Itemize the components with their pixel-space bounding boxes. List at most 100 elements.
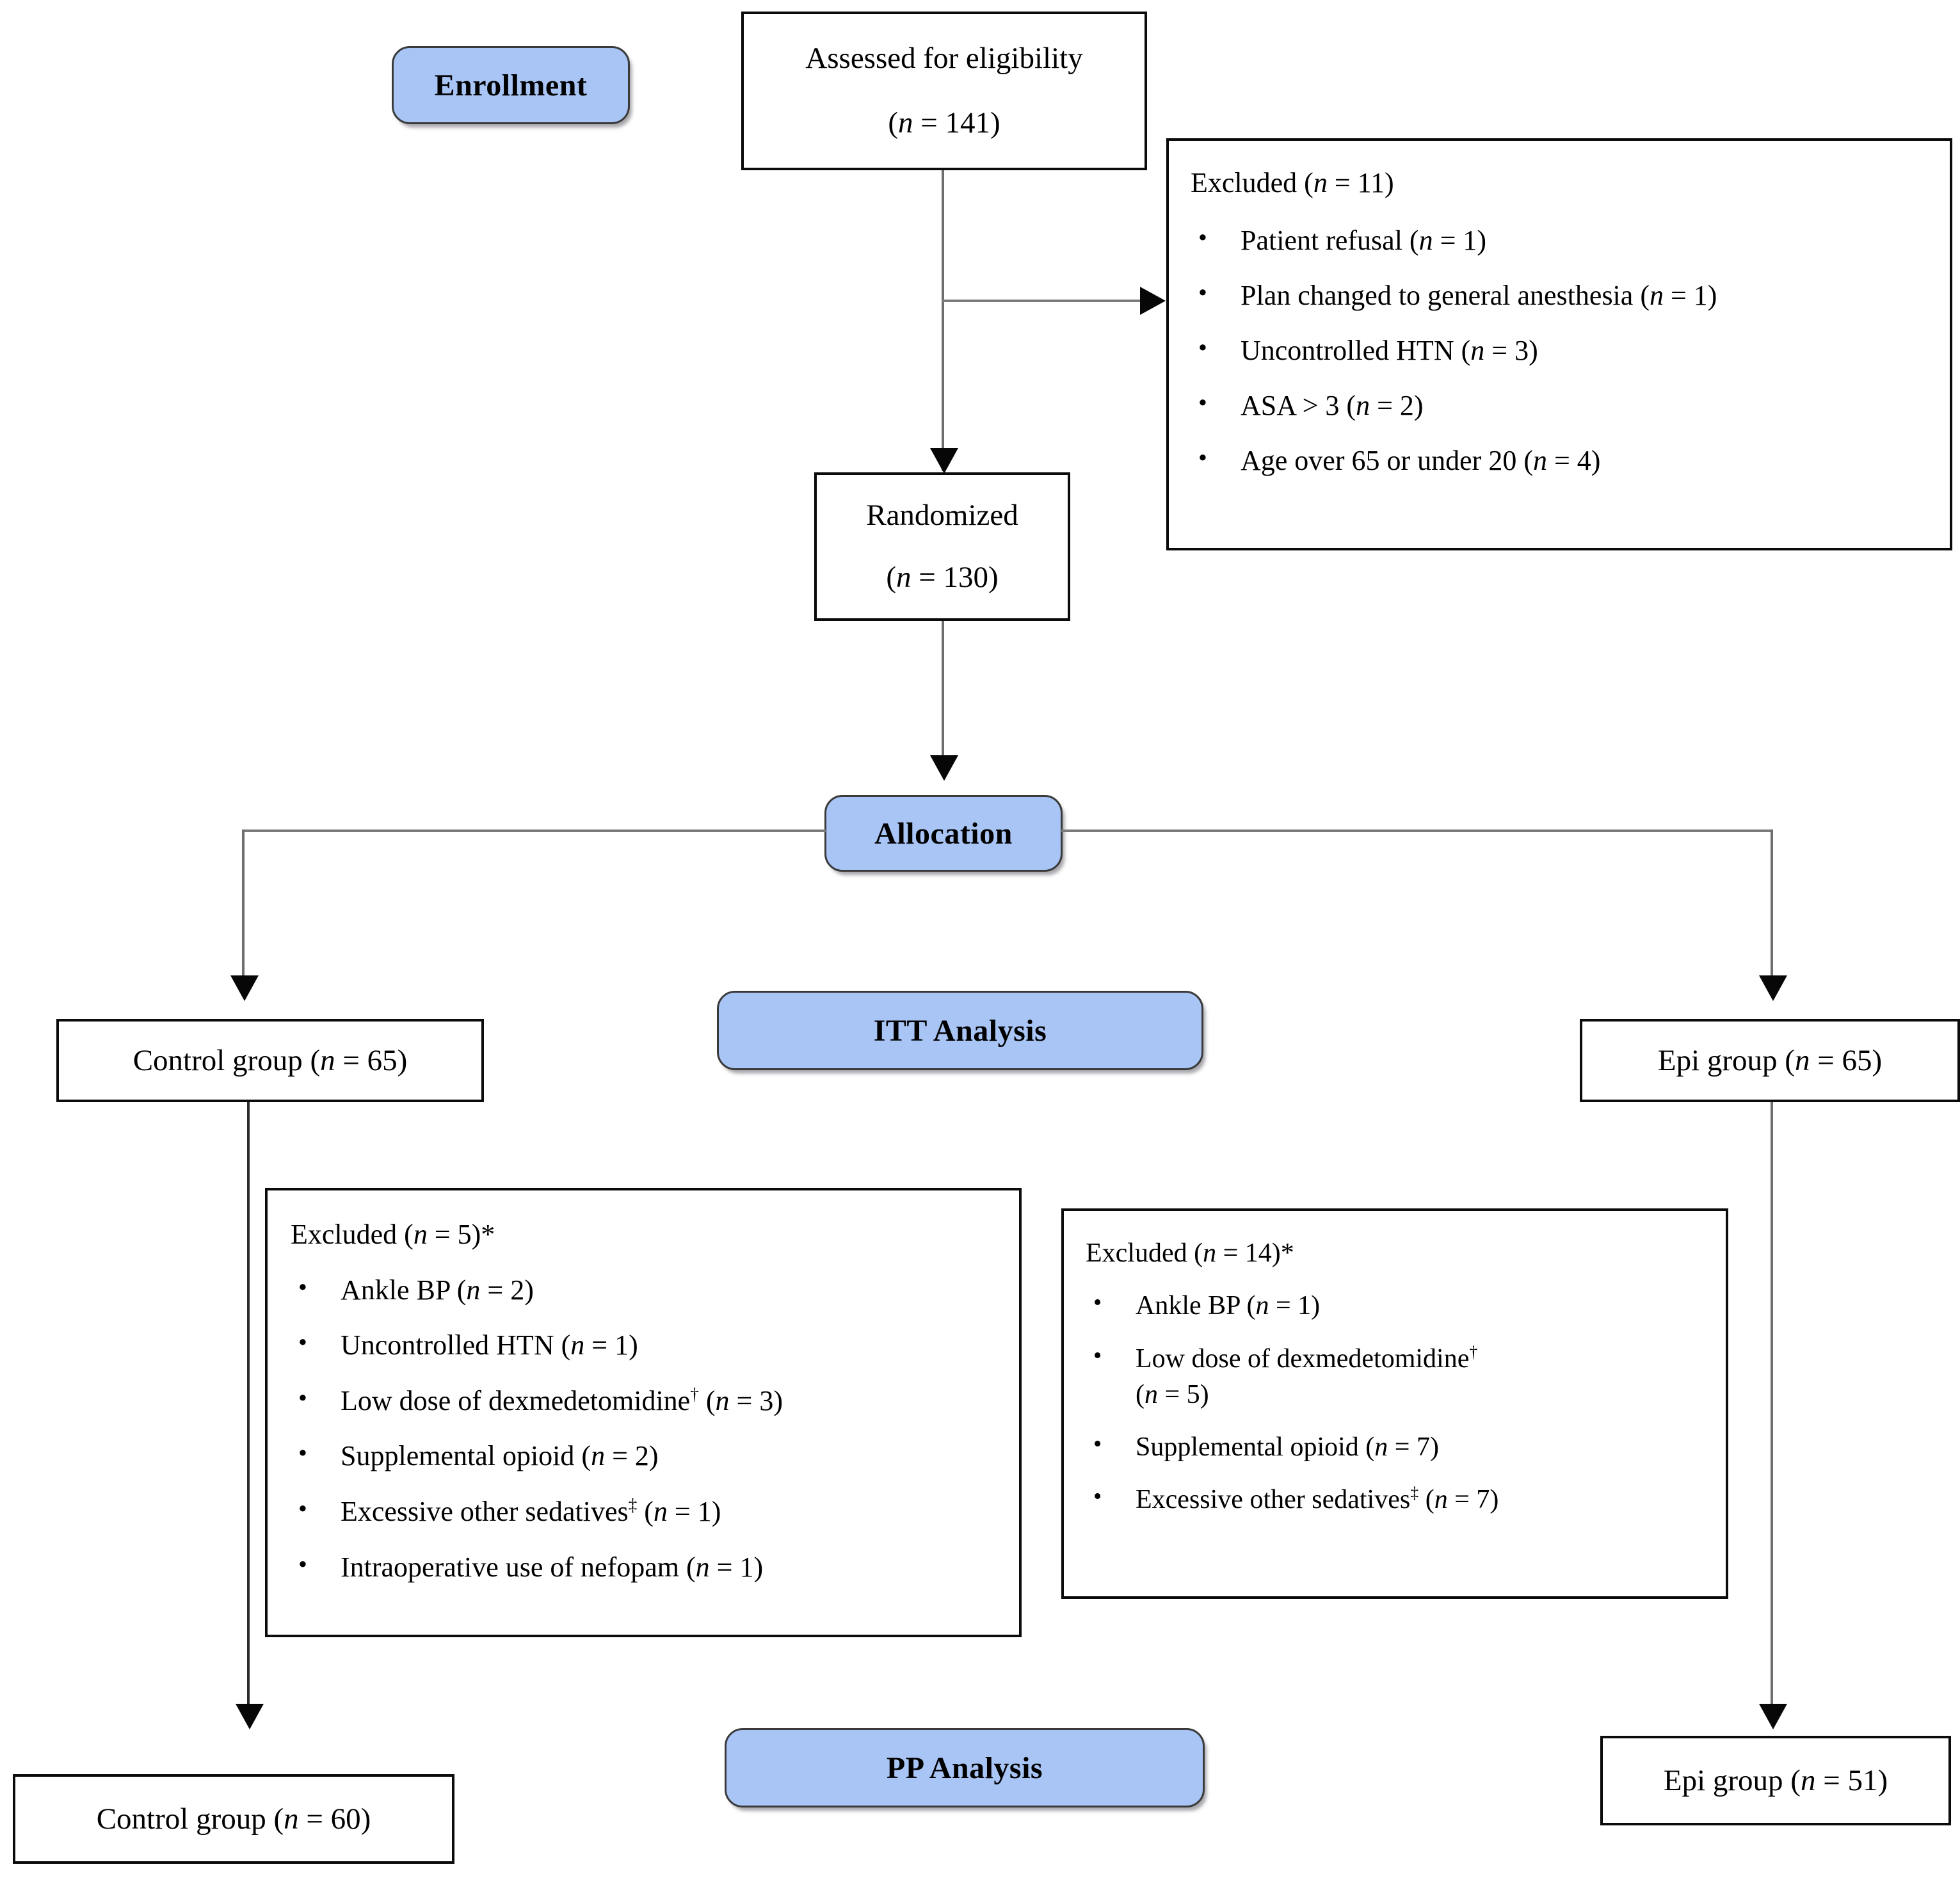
bullet-icon: • <box>1093 1342 1102 1369</box>
list-item: • Supplemental opioid (n = 2) <box>298 1439 659 1472</box>
node-randomized: Randomized (n = 130) <box>814 472 1070 621</box>
assessed-line-2: (n = 141) <box>888 106 1000 140</box>
arrowhead-to-excluded <box>1140 287 1166 315</box>
list-item: • Ankle BP (n = 1) <box>1093 1289 1321 1321</box>
connector-assessed-to-excluded <box>942 300 1146 302</box>
list-item: • Uncontrolled HTN (n = 3) <box>1198 333 1538 366</box>
bullet-icon: • <box>1198 443 1207 472</box>
italic-n: n <box>1800 1764 1816 1797</box>
bullet-icon: • <box>1198 333 1207 362</box>
list-item: • Low dose of dexmedetomidine† <box>1093 1342 1478 1374</box>
italic-n: n <box>695 1551 710 1583</box>
bullet-icon: • <box>1093 1430 1102 1458</box>
node-control-group-pp: Control group (n = 60) <box>13 1774 454 1864</box>
list-item: • Intraoperative use of nefopam (n = 1) <box>298 1550 764 1583</box>
arrowhead-to-epi-group-pp <box>1759 1704 1787 1729</box>
dagger-marker: † <box>1469 1342 1478 1361</box>
node-epi-group-itt: Epi group (n = 65) <box>1580 1019 1960 1102</box>
italic-n: n <box>570 1329 585 1361</box>
stage-label-allocation: Allocation <box>824 795 1063 872</box>
list-item: • Supplemental opioid (n = 7) <box>1093 1430 1439 1462</box>
italic-n: n <box>1255 1291 1269 1321</box>
double-dagger-marker: ‡ <box>628 1495 638 1515</box>
italic-n: n <box>897 106 913 140</box>
italic-n: n <box>1356 389 1370 421</box>
italic-n: n <box>1794 1044 1810 1077</box>
control-group-itt-label: Control group (n = 65) <box>133 1044 408 1077</box>
italic-n: n <box>1374 1432 1388 1462</box>
list-item: • Low dose of dexmedetomidine† (n = 3) <box>298 1383 783 1416</box>
italic-n: n <box>1470 334 1485 366</box>
connector-assessed-to-randomized <box>942 170 944 471</box>
arrowhead-to-randomized <box>930 448 958 474</box>
list-item: • ASA > 3 (n = 2) <box>1198 388 1424 421</box>
list-item: • Ankle BP (n = 2) <box>298 1272 534 1306</box>
connector-allocation-right-horizontal <box>1061 829 1773 832</box>
double-dagger-marker: ‡ <box>1410 1484 1419 1503</box>
bullet-icon: • <box>1198 223 1207 252</box>
bullet-icon: • <box>298 1383 307 1412</box>
connector-randomized-to-allocation <box>942 621 944 762</box>
list-item: • Excessive other sedatives‡ (n = 7) <box>1093 1483 1499 1515</box>
arrowhead-to-control-group <box>230 975 259 1001</box>
arrowhead-to-epi-group <box>1759 975 1787 1001</box>
italic-n: n <box>653 1495 668 1527</box>
excluded-enrollment-list: • Patient refusal (n = 1) • Plan changed… <box>1191 223 1717 477</box>
excluded-control-list: • Ankle BP (n = 2) • Uncontrolled HTN (n… <box>291 1272 783 1584</box>
dagger-marker: † <box>690 1384 699 1404</box>
assessed-line-1: Assessed for eligibility <box>805 41 1083 75</box>
node-excluded-epi: Excluded (n = 14)* • Ankle BP (n = 1) • … <box>1061 1208 1728 1599</box>
bullet-icon: • <box>1198 278 1207 307</box>
italic-n: n <box>1532 444 1547 476</box>
list-item: • Excessive other sedatives‡ (n = 1) <box>298 1494 721 1527</box>
italic-n: n <box>413 1219 428 1250</box>
connector-allocation-right-vertical <box>1771 829 1773 990</box>
italic-n: n <box>1434 1485 1448 1515</box>
bullet-icon: • <box>298 1439 307 1468</box>
italic-n: n <box>284 1802 299 1836</box>
bullet-icon: • <box>298 1272 307 1301</box>
stage-label-pp-analysis-text: PP Analysis <box>886 1751 1043 1785</box>
bullet-icon: • <box>298 1494 307 1523</box>
connector-epi-itt-to-pp <box>1771 1102 1773 1717</box>
stage-label-enrollment-text: Enrollment <box>434 68 588 102</box>
stage-label-allocation-text: Allocation <box>874 816 1013 851</box>
randomized-line-1: Randomized <box>866 498 1018 532</box>
epi-group-itt-label: Epi group (n = 65) <box>1657 1044 1883 1077</box>
stage-label-enrollment: Enrollment <box>392 46 630 124</box>
italic-n: n <box>591 1440 606 1472</box>
italic-n: n <box>1649 279 1664 311</box>
list-item: • Plan changed to general anesthesia (n … <box>1198 278 1717 311</box>
arrowhead-to-control-group-pp <box>236 1704 264 1729</box>
italic-n: n <box>1313 167 1328 198</box>
italic-n: n <box>320 1044 335 1077</box>
italic-n: n <box>1203 1238 1217 1268</box>
connector-allocation-left-horizontal <box>242 829 826 832</box>
bullet-icon: • <box>298 1328 307 1357</box>
bullet-icon: • <box>298 1550 307 1578</box>
node-assessed-for-eligibility: Assessed for eligibility (n = 141) <box>741 12 1147 170</box>
connector-control-itt-to-pp <box>247 1102 250 1717</box>
excluded-epi-title: Excluded (n = 14)* <box>1086 1238 1294 1268</box>
epi-group-pp-label: Epi group (n = 51) <box>1663 1764 1888 1797</box>
randomized-line-2: (n = 130) <box>886 561 999 594</box>
bullet-icon: • <box>1198 388 1207 417</box>
excluded-control-title: Excluded (n = 5)* <box>291 1219 495 1250</box>
stage-label-itt-analysis: ITT Analysis <box>717 991 1203 1070</box>
node-excluded-control: Excluded (n = 5)* • Ankle BP (n = 2) • U… <box>265 1188 1022 1637</box>
italic-n: n <box>466 1274 481 1306</box>
excluded-enrollment-title: Excluded (n = 11) <box>1191 167 1394 198</box>
bullet-icon: • <box>1093 1483 1102 1510</box>
control-group-pp-label: Control group (n = 60) <box>96 1802 371 1836</box>
node-epi-group-pp: Epi group (n = 51) <box>1600 1736 1951 1825</box>
connector-allocation-left-vertical <box>242 829 245 990</box>
stage-label-itt-analysis-text: ITT Analysis <box>873 1013 1047 1048</box>
arrowhead-to-allocation <box>930 755 958 781</box>
stage-label-pp-analysis: PP Analysis <box>725 1728 1205 1807</box>
node-excluded-enrollment: Excluded (n = 11) • Patient refusal (n =… <box>1166 138 1952 550</box>
italic-n: n <box>896 561 912 594</box>
list-item: • Uncontrolled HTN (n = 1) <box>298 1328 638 1361</box>
italic-n: n <box>1418 224 1433 256</box>
list-item-continuation: (n = 5) <box>1136 1379 1209 1409</box>
